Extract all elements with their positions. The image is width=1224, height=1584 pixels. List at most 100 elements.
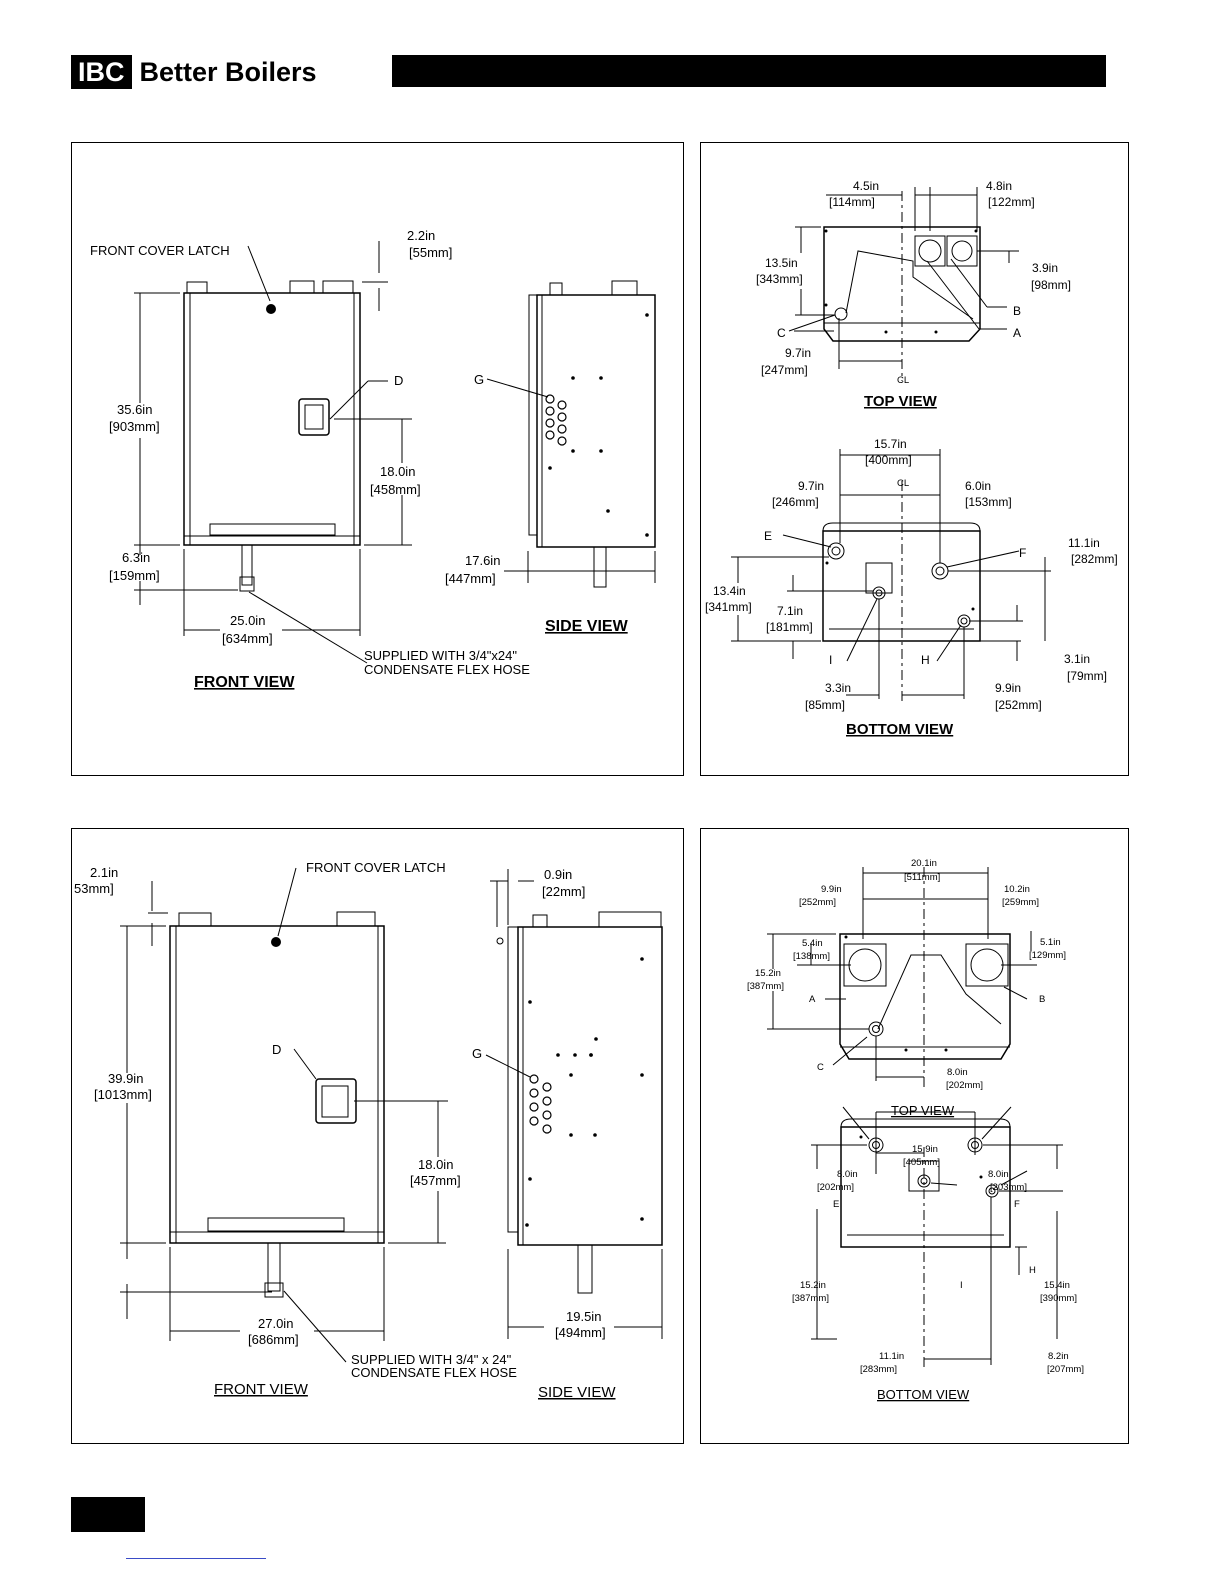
side-view-body-2 bbox=[517, 926, 663, 1246]
label-d: D bbox=[394, 373, 403, 388]
brand-logo: IBC Better Boilers bbox=[71, 55, 317, 89]
top-label-b: B bbox=[1013, 304, 1021, 318]
bottom2-dim-i-in: 8.0in bbox=[837, 1169, 858, 1180]
top2-dim-c-in: 10.2in bbox=[1004, 884, 1030, 895]
top-dim-a-mm: [114mm] bbox=[829, 195, 875, 209]
bottom2-dim-n-mm: [207mm] bbox=[1047, 1364, 1084, 1375]
hose-note-line2: CONDENSATE FLEX HOSE bbox=[364, 662, 530, 677]
dim-side-mm: [447mm] bbox=[445, 571, 496, 586]
label-g-2: G bbox=[472, 1046, 482, 1061]
top2-dim-a-mm: [511mm] bbox=[904, 872, 940, 883]
dim-e-in-2: 27.0in bbox=[258, 1316, 293, 1331]
bottom2-dim-j-mm: [203mm] bbox=[990, 1182, 1027, 1193]
label-front-cover-latch: FRONT COVER LATCH bbox=[90, 243, 230, 258]
panel-dimensions-front-side-2: 2.1in 53mm] FRONT COVER LATCH 0.9in [22m… bbox=[71, 828, 684, 1444]
panel-dimensions-front-side-1: FRONT COVER LATCH 2.2in [55mm] 35.6in [9… bbox=[71, 142, 684, 776]
bottom-dim-m-mm: [85mm] bbox=[805, 698, 845, 712]
hose-note-line1-2: SUPPLIED WITH 3/4" x 24" bbox=[351, 1352, 512, 1367]
bottom-dim-i-in: 11.1in bbox=[1068, 536, 1100, 550]
dim-c-in-2: 39.9in bbox=[108, 1071, 143, 1086]
title-front-view: FRONT VIEW bbox=[194, 674, 295, 691]
bottom2-dim-j-in: 8.0in bbox=[988, 1169, 1009, 1180]
top2-dim-c-mm: [259mm] bbox=[1002, 897, 1039, 908]
dim-height-mm: [903mm] bbox=[109, 419, 160, 434]
page-number-box bbox=[71, 1497, 145, 1532]
bottom-dim-h-mm: [153mm] bbox=[965, 495, 1012, 509]
dim-d-in-2: 18.0in bbox=[418, 1157, 453, 1172]
dim-f-mm-2: [494mm] bbox=[555, 1325, 606, 1340]
dim-b-mm-2: [22mm] bbox=[542, 884, 585, 899]
bottom2-dim-k-mm: [387mm] bbox=[792, 1293, 829, 1304]
dim-f-in-2: 19.5in bbox=[566, 1309, 601, 1324]
bottom2-dim-l-in: 15.4in bbox=[1044, 1280, 1070, 1291]
bottom2-dim-n-in: 8.2in bbox=[1048, 1351, 1069, 1362]
bottom-dim-n-mm: [252mm] bbox=[995, 698, 1042, 712]
bottom-dim-f-mm: [400mm] bbox=[865, 453, 912, 467]
dim-e-mm-2: [686mm] bbox=[248, 1332, 299, 1347]
dim-a-in-2: 2.1in bbox=[90, 865, 118, 880]
bottom2-dim-i-mm: [202mm] bbox=[817, 1182, 854, 1193]
dim-bottom-in: 6.3in bbox=[122, 550, 150, 565]
dim-mid-in: 18.0in bbox=[380, 464, 415, 479]
brand-logo-text: Better Boilers bbox=[139, 56, 317, 87]
top-label-a: A bbox=[1013, 326, 1021, 340]
top2-label-b: B bbox=[1039, 994, 1045, 1005]
title-front-view-2: FRONT VIEW bbox=[214, 1381, 309, 1398]
dim-top-mm: [55mm] bbox=[409, 245, 452, 260]
bottom-dim-g-in: 9.7in bbox=[798, 479, 824, 493]
bottom2-label-h: H bbox=[1029, 1265, 1036, 1276]
dim-height-in: 35.6in bbox=[117, 402, 152, 417]
header-bar bbox=[392, 55, 1106, 87]
bottom-dim-n-in: 9.9in bbox=[995, 681, 1021, 695]
bottom-dim-m-in: 3.3in bbox=[825, 681, 851, 695]
top2-dim-e-in: 5.1in bbox=[1040, 937, 1061, 948]
dim-bottom-mm: [159mm] bbox=[109, 568, 160, 583]
bottom-dim-k-in: 7.1in bbox=[777, 604, 803, 618]
centerline-mark-bottom: CL bbox=[897, 478, 909, 489]
side-view-body bbox=[536, 294, 656, 548]
top2-label-c: C bbox=[817, 1062, 824, 1073]
bottom2-label-e: E bbox=[833, 1199, 839, 1210]
top2-dim-f-in: 15.2in bbox=[755, 968, 781, 979]
dim-mid-mm: [458mm] bbox=[370, 482, 421, 497]
bottom-dim-j-in: 13.4in bbox=[713, 584, 746, 598]
label-front-cover-latch-2: FRONT COVER LATCH bbox=[306, 860, 446, 875]
bottom-dim-k-mm: [181mm] bbox=[766, 620, 813, 634]
label-g: G bbox=[474, 372, 484, 387]
top-dim-c-mm: [343mm] bbox=[756, 272, 803, 286]
bottom2-dim-m-mm: [283mm] bbox=[860, 1364, 897, 1375]
top-dim-d-mm: [98mm] bbox=[1031, 278, 1071, 292]
top2-dim-b-in: 9.9in bbox=[821, 884, 842, 895]
top2-dim-a-in: 20.1in bbox=[911, 858, 937, 869]
title-bottom-view-2: BOTTOM VIEW bbox=[877, 1387, 970, 1402]
bottom2-dim-m-in: 11.1in bbox=[879, 1351, 904, 1362]
bottom2-dim-h-in: 15.9in bbox=[912, 1144, 938, 1155]
bottom-dim-l-mm: [79mm] bbox=[1067, 669, 1107, 683]
drawing-top-bottom-2: 20.1in [511mm] 9.9in [252mm] 10.2in [259… bbox=[747, 858, 1084, 1402]
drawing-front-side-1: FRONT COVER LATCH 2.2in [55mm] 35.6in [9… bbox=[90, 228, 656, 691]
dim-width-mm: [634mm] bbox=[222, 631, 273, 646]
top-label-c: C bbox=[777, 326, 786, 340]
top2-dim-d-mm: [138mm] bbox=[793, 951, 830, 962]
centerline-mark-top: CL bbox=[897, 375, 909, 386]
bottom-dim-f-in: 15.7in bbox=[874, 437, 907, 451]
bottom-label-e: E bbox=[764, 529, 772, 543]
bottom2-label-f: F bbox=[1014, 1199, 1020, 1210]
bottom2-dim-h-mm: [405mm] bbox=[903, 1157, 940, 1168]
front-view-body-2 bbox=[169, 925, 385, 1244]
dim-c-mm-2: [1013mm] bbox=[94, 1087, 152, 1102]
top-dim-c-in: 13.5in bbox=[765, 256, 798, 270]
title-side-view: SIDE VIEW bbox=[545, 618, 629, 635]
bottom-dim-h-in: 6.0in bbox=[965, 479, 991, 493]
bottom-label-h: H bbox=[921, 653, 930, 667]
top2-dim-f-mm: [387mm] bbox=[747, 981, 784, 992]
dim-top-in: 2.2in bbox=[407, 228, 435, 243]
bottom-dim-j-mm: [341mm] bbox=[705, 600, 752, 614]
label-d-2: D bbox=[272, 1042, 281, 1057]
dim-d-mm-2: [457mm] bbox=[410, 1173, 461, 1188]
top-dim-e-mm: [247mm] bbox=[761, 363, 808, 377]
top2-label-a: A bbox=[809, 994, 816, 1005]
front-view-body bbox=[183, 292, 361, 546]
bottom-label-f: F bbox=[1019, 546, 1026, 560]
bottom-dim-l-in: 3.1in bbox=[1064, 652, 1090, 666]
